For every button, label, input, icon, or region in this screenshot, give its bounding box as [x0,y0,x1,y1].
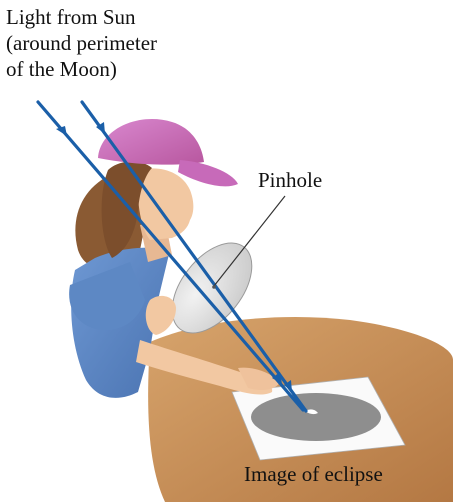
pinhole-label: Pinhole [258,168,323,192]
light-label-line2: (around perimeter [6,31,158,55]
light-source-label: Light from Sun (around perimeter of the … [6,4,157,82]
arrow-right-lower [284,380,292,392]
shirt-sleeve [69,262,145,331]
arrow-left-upper [56,126,67,136]
light-label-line1: Light from Sun [6,5,136,29]
arrow-right-upper [96,122,105,134]
lower-arm [136,340,273,395]
bright-crescent [305,409,318,415]
arrow-left-lower [272,372,282,384]
cap [98,119,204,165]
eclipse-image [251,393,381,441]
light-rays [36,100,308,413]
holding-hand [145,295,176,335]
ray-arrows [56,122,292,392]
pinhole [212,285,216,289]
cap-brim [178,160,238,187]
light-ray-right [80,100,308,413]
pinhole-pointer [213,195,286,287]
image-of-eclipse-label: Image of eclipse [244,462,383,486]
hair-front [101,161,152,258]
face [138,168,194,240]
lower-hand [238,367,280,390]
light-label-line3: of the Moon) [6,57,117,81]
light-ray-left [36,100,305,412]
